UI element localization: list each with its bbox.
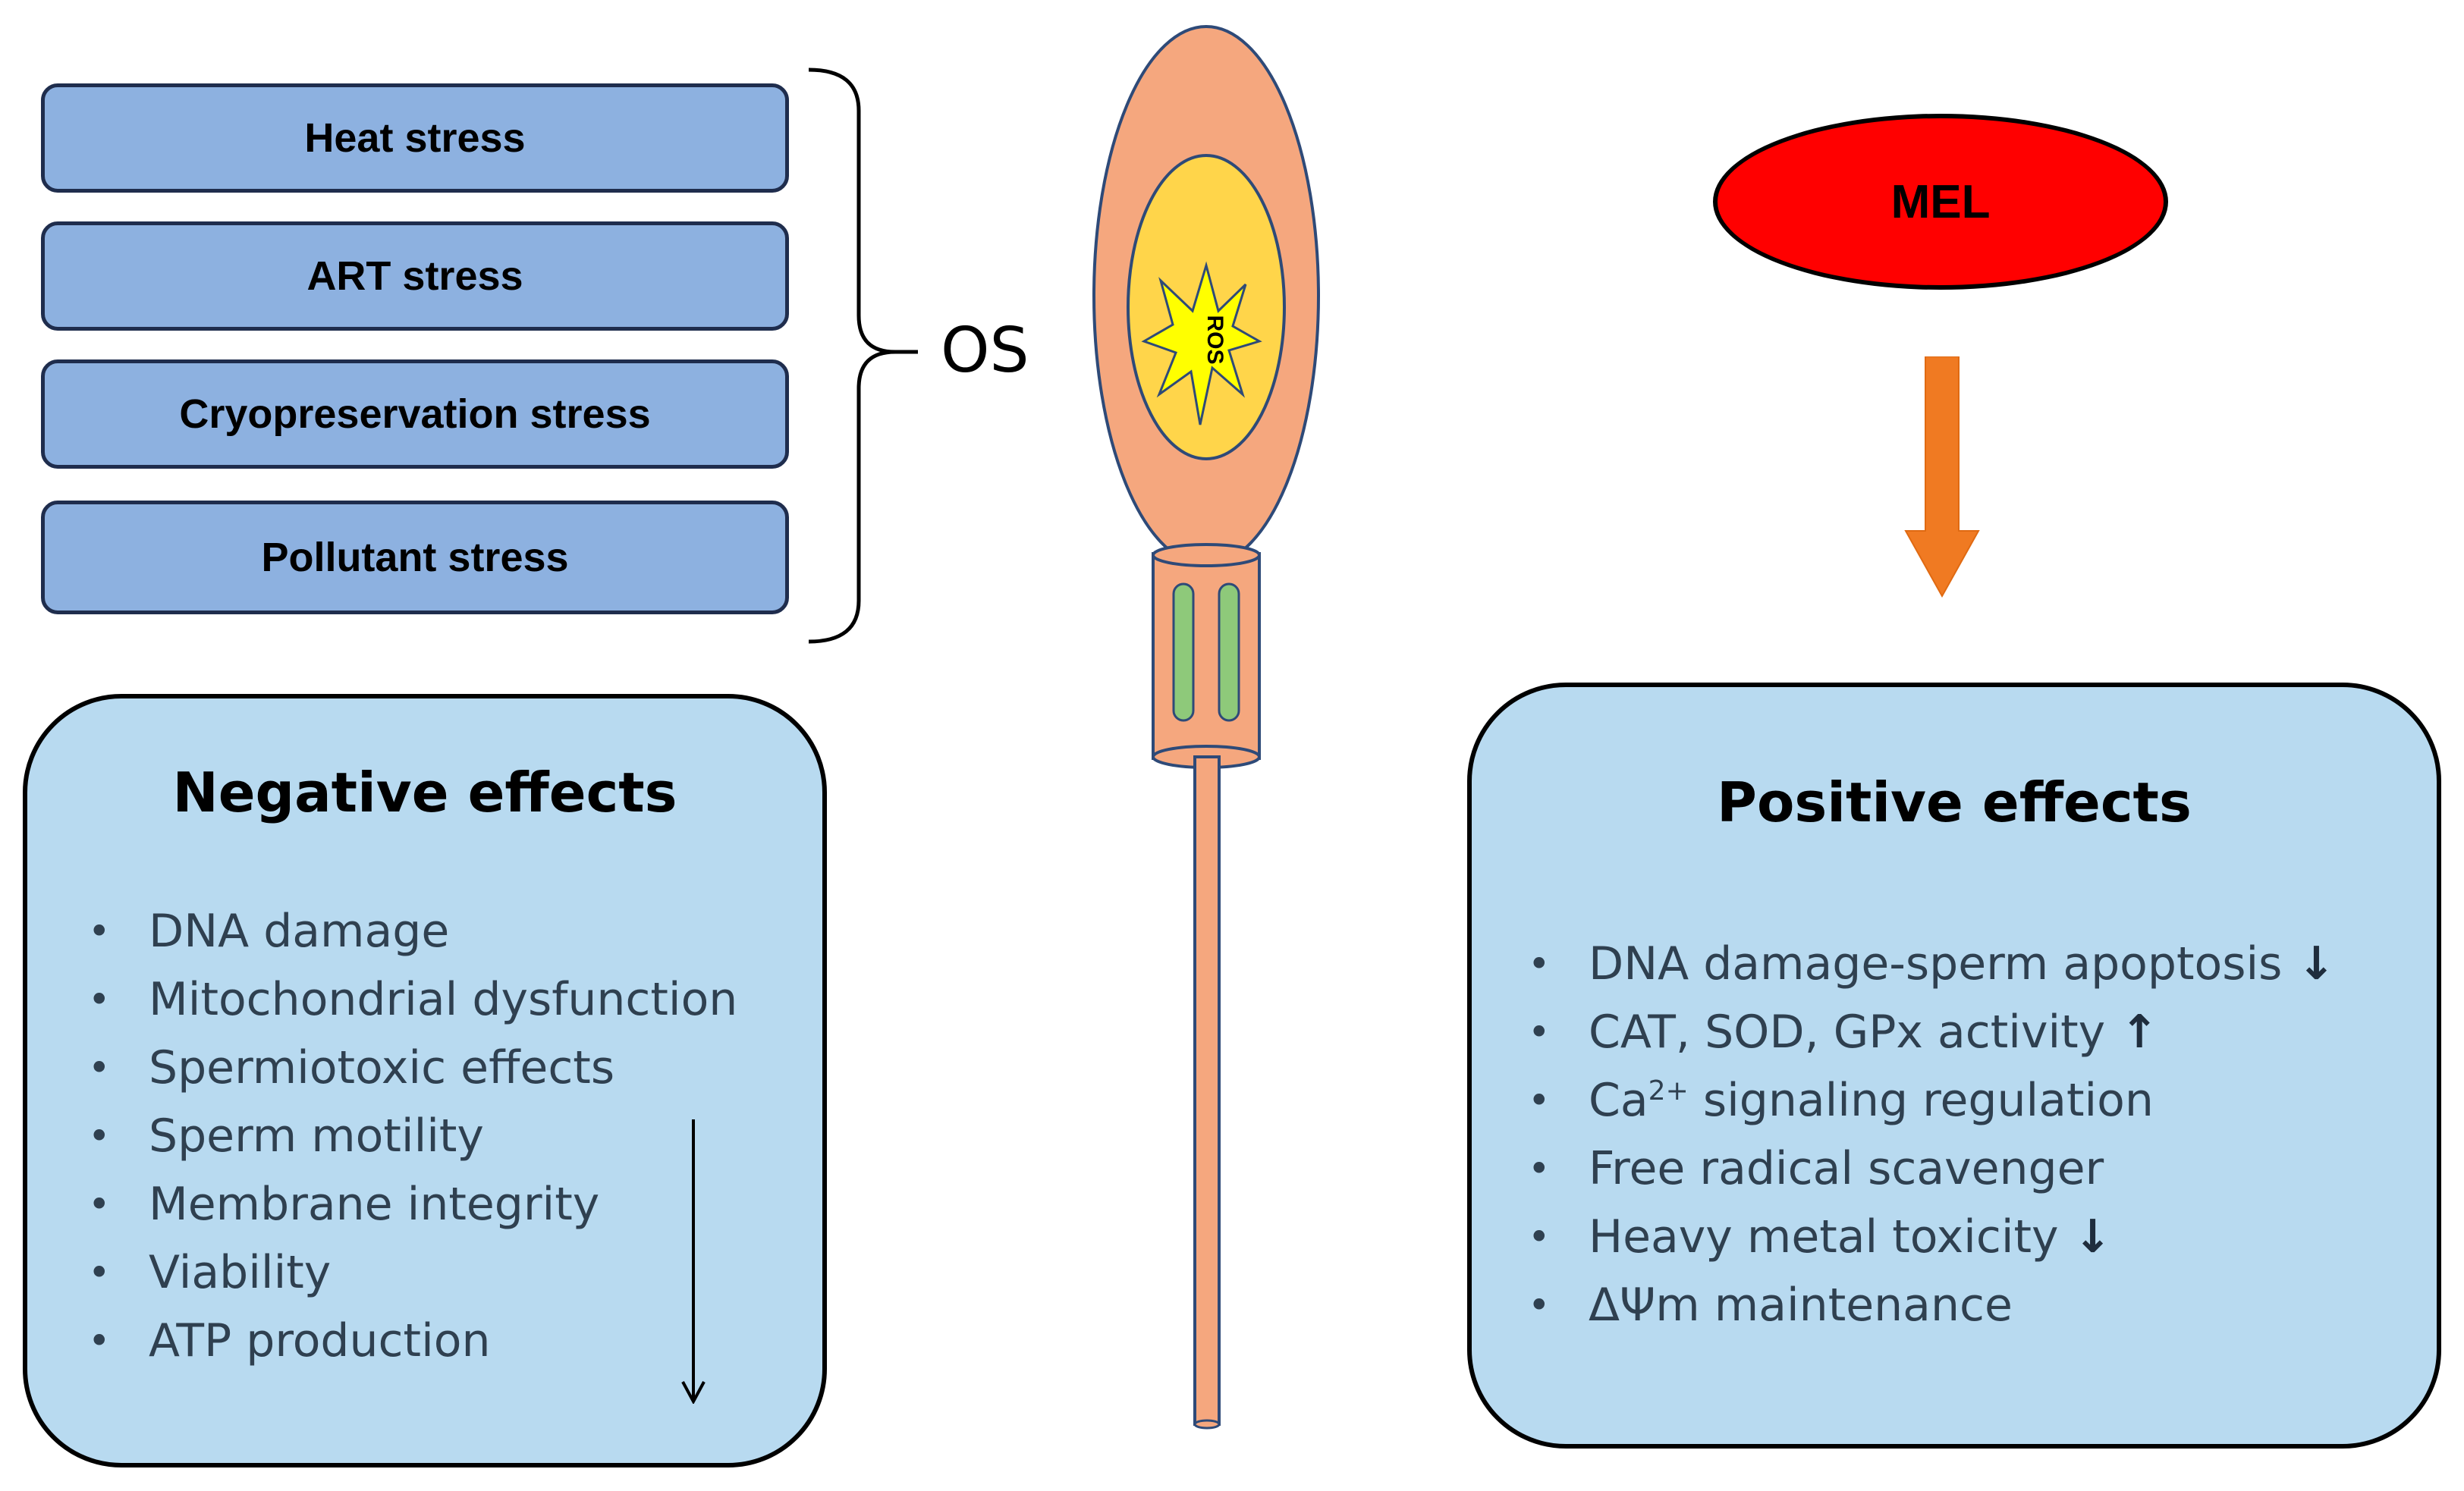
os-label: OS xyxy=(941,315,1029,387)
bullet: • xyxy=(88,1251,111,1295)
positive-effects-title: Positive effects xyxy=(1717,771,2192,834)
effect-text: Membrane integrity xyxy=(149,1178,600,1231)
list-item: • Ca2+ signaling regulation xyxy=(1528,1066,2336,1135)
positive-effects-panel: Positive effects • DNA damage-sperm apopt… xyxy=(1467,683,2441,1449)
effect-text: CAT, SOD, GPx activity xyxy=(1589,1006,2106,1059)
list-item: • Heavy metal toxicity ↓ xyxy=(1528,1203,2336,1271)
list-item: • CAT, SOD, GPx activity ↑ xyxy=(1528,998,2336,1066)
bullet: • xyxy=(88,1046,111,1090)
stress-box-pollutant: Pollutant stress xyxy=(41,501,789,614)
effect-text: ATP production xyxy=(149,1314,491,1367)
negative-effects-title: Negative effects xyxy=(172,761,677,824)
ros-label: ROS xyxy=(1202,315,1227,364)
effect-text: Spermiotoxic effects xyxy=(149,1041,615,1094)
stress-label: ART stress xyxy=(306,253,523,299)
bullet: • xyxy=(1528,1078,1551,1122)
curly-brace xyxy=(808,67,918,644)
positive-effects-list: • DNA damage-sperm apoptosis ↓ • CAT, SOD, … xyxy=(1528,930,2336,1339)
ros-burst-icon: ROS xyxy=(1141,261,1262,425)
effect-text: Ca xyxy=(1589,1074,1648,1127)
bullet: • xyxy=(1528,1283,1551,1327)
bullet: • xyxy=(88,1114,111,1158)
sperm-diagram: ROS xyxy=(1092,25,1320,1430)
down-arrow-icon: ↓ xyxy=(2073,1210,2112,1263)
sperm-midpiece xyxy=(1152,543,1261,769)
stress-box-art: ART stress xyxy=(41,221,789,331)
bullet: • xyxy=(1528,1147,1551,1191)
effect-text: ΔΨm maintenance xyxy=(1589,1279,2013,1332)
bullet: • xyxy=(88,1319,111,1363)
mitochondria-icon xyxy=(1172,582,1240,722)
stress-box-cryopreservation: Cryopreservation stress xyxy=(41,359,789,469)
bullet: • xyxy=(1528,942,1551,986)
effect-text: Sperm motility xyxy=(149,1110,484,1163)
bullet: • xyxy=(1528,1010,1551,1054)
effect-text: Viability xyxy=(149,1246,332,1299)
stress-label: Heat stress xyxy=(304,115,526,161)
list-item: • DNA damage-sperm apoptosis ↓ xyxy=(1528,930,2336,998)
down-arrow-icon xyxy=(1904,356,1980,598)
up-arrow-icon: ↑ xyxy=(2120,1006,2159,1059)
list-item: • ATP production xyxy=(88,1307,737,1375)
long-down-arrow-icon xyxy=(681,1119,706,1404)
effect-text: Free radical scavenger xyxy=(1589,1142,2104,1195)
list-item: • Viability xyxy=(88,1238,737,1307)
bullet: • xyxy=(88,978,111,1022)
list-item: • Spermiotoxic effects xyxy=(88,1034,737,1102)
stress-box-heat: Heat stress xyxy=(41,83,789,193)
stress-label: Cryopreservation stress xyxy=(179,391,651,437)
superscript: 2+ xyxy=(1648,1075,1689,1106)
mel-label: MEL xyxy=(1890,175,1991,228)
down-arrow-icon: ↓ xyxy=(2297,937,2336,990)
negative-effects-list: • DNA damage • Mitochondrial dysfunction •… xyxy=(88,897,738,1375)
list-item: • Sperm motility xyxy=(88,1102,737,1170)
bullet: • xyxy=(1528,1215,1551,1259)
list-item: • Free radical scavenger xyxy=(1528,1135,2336,1203)
negative-effects-panel: Negative effects • DNA damage • Mitochondr… xyxy=(23,694,827,1467)
effect-text: Heavy metal toxicity xyxy=(1589,1210,2059,1263)
bullet: • xyxy=(88,1182,111,1226)
effect-text: Mitochondrial dysfunction xyxy=(149,973,738,1026)
effect-text-suffix: signaling regulation xyxy=(1688,1074,2154,1127)
mel-ellipse: MEL xyxy=(1713,114,2168,290)
effect-text: DNA damage xyxy=(149,905,450,958)
effect-text: DNA damage-sperm apoptosis xyxy=(1589,937,2283,990)
sperm-tail xyxy=(1193,755,1221,1430)
list-item: • ΔΨm maintenance xyxy=(1528,1271,2336,1339)
bullet: • xyxy=(88,909,111,953)
list-item: • DNA damage xyxy=(88,897,737,965)
list-item: • Mitochondrial dysfunction xyxy=(88,965,738,1034)
stress-label: Pollutant stress xyxy=(261,535,569,580)
list-item: • Membrane integrity xyxy=(88,1170,737,1238)
